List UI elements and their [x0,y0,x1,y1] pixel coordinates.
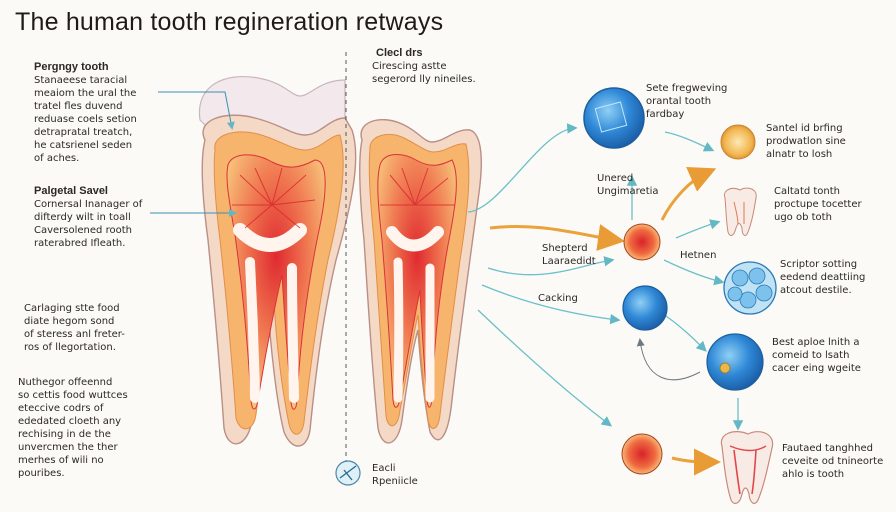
left-block1-text-line: reduase coels setion [34,114,137,125]
label-cacking: Cacking [538,293,578,304]
left-block1-text-line: meaiom the ural the [34,88,137,99]
right-stage6-text-line: ahlo is tooth [782,469,845,480]
center-top-text: Cirescing astte segerord lly nineiles. [372,60,476,86]
right-stage4-text: Scriptor sotting eedend deattiing atcout d… [780,258,865,297]
left-block1-text-line: detrapratal treatch, [34,127,133,138]
left-block4-text-line: so cettis food wuttces [18,390,128,401]
regenerating-cell-red [623,223,661,261]
right-stage5-text-line: cacer eing wgeite [772,363,861,374]
right-stage3-text-line: proctupe tocetter [774,199,862,210]
right-stage3-text-line: Caltatd tonth [774,186,841,197]
pathway-arrows [467,123,744,476]
right-stage6-text-line: Fautaed tanghhed [782,443,873,454]
right-stage4-text-line: Scriptor sotting [780,259,858,270]
right-stage4-text-line: eedend deattiing [780,272,866,283]
left-block4-text-line: eteccive codrs of [18,403,104,414]
regenerating-cell-red-bottom [621,433,663,475]
left-block3-text: Carlaging stte food diate hegom sond of st… [24,302,125,354]
left-block1-heading: Pergngy tooth [34,61,109,73]
right-stage6-text-line: ceveite od tnineorte [782,456,884,467]
left-block2-text-line: difterdy wilt in toall [34,212,131,223]
right-cell1-text-line: orantal tooth [646,96,712,107]
cell-cluster [723,261,777,315]
left-block1-text-line: of aches. [34,153,80,164]
left-block2-text-line: Cornersal Inanager of [34,199,143,210]
label-unread-line: Ungimaretia [597,186,659,197]
left-block2-heading: Palgetal Savel [34,185,108,197]
left-block2-text-line: Caversolened rooth [34,225,132,236]
left-block1-text-line: Stanaeese taracial [34,75,128,86]
left-block1-text-line: tratel fles duvend [34,101,123,112]
left-block1-text: Stanaeese taracial meaiom the ural the tra… [34,74,137,165]
root-sample-icon [335,460,361,486]
left-block2-text: Cornersal Inanager of difterdy wilt in to… [34,198,142,250]
right-stage2-text-line: prodwatlon sine [766,136,846,147]
center-top-heading: Clecl drs [376,47,423,59]
left-leader-lines [150,91,237,217]
center-top-text-line: Cirescing astte [372,61,447,72]
left-block3-text-line: of steress anl freter- [24,329,125,340]
right-stage2-text-line: Santel id brfing [766,123,843,134]
right-stage3-text: Caltatd tonth proctupe tocetter ugo ob tot… [774,185,862,224]
label-shepterd-line: Laaraedidt [542,256,596,267]
stem-cell-blue-top [583,87,645,149]
left-block4-text: Nuthegor offeennd so cettis food wuttces e… [18,376,128,480]
right-stage3-text-line: ugo ob toth [774,212,832,223]
right-stage2-text: Santel id brfing prodwatlon sine alnatr to… [766,122,846,161]
left-block3-text-line: diate hegom sond [24,316,115,327]
center-top-text-line: segerord lly nineiles. [372,74,476,85]
right-cell1-text-line: fardbay [646,109,685,120]
left-block2-text-line: raterabred Ifleath. [34,238,126,249]
center-bottom-text-line: Rpeniicle [372,476,418,487]
center-tooth [359,119,482,444]
left-tooth [198,76,357,447]
right-stage4-text-line: atcout destile. [780,285,852,296]
label-unread-line: Unered [597,173,634,184]
right-stage5-text: Best aploe lnith a comeid to lsath cacer e… [772,336,861,375]
left-block4-text-line: rechising in de the [18,429,111,440]
center-bottom-text-line: Eacli [372,463,396,474]
left-block4-text-line: Nuthegor offeennd [18,377,113,388]
left-block1-text-line: he catsrienel seden [34,140,133,151]
right-stage5-text-line: Best aploe lnith a [772,337,860,348]
right-stage2-text-line: alnatr to losh [766,149,833,160]
right-cell1-text-line: Sete fregweving [646,83,728,94]
left-block3-text-line: ros of llegortation. [24,342,116,353]
left-block3-text-line: Carlaging stte food [24,303,120,314]
stem-cell-blue-lower [706,333,764,391]
left-block4-text-line: merhes of wili no [18,455,104,466]
odontoblast-cell-gold [720,124,756,160]
right-stage6-text: Fautaed tanghhed ceveite od tnineorte ahlo… [782,442,883,481]
right-cell1-text: Sete fregweving orantal tooth fardbay [646,82,727,121]
left-block4-text-line: unvercmen the ther [18,442,118,453]
stem-cell-blue-mid [622,285,668,331]
regenerated-tooth-icon [720,431,774,504]
small-tooth-icon [723,187,757,236]
page-title: The human tooth regineration retways [15,8,444,36]
left-block4-text-line: pouribes. [18,468,65,479]
label-shepterd-line: Shepterd [542,243,588,254]
label-hetnen: Hetnen [680,250,717,261]
left-block4-text-line: ededated cloeth any [18,416,122,427]
right-stage5-text-line: comeid to lsath [772,350,850,361]
